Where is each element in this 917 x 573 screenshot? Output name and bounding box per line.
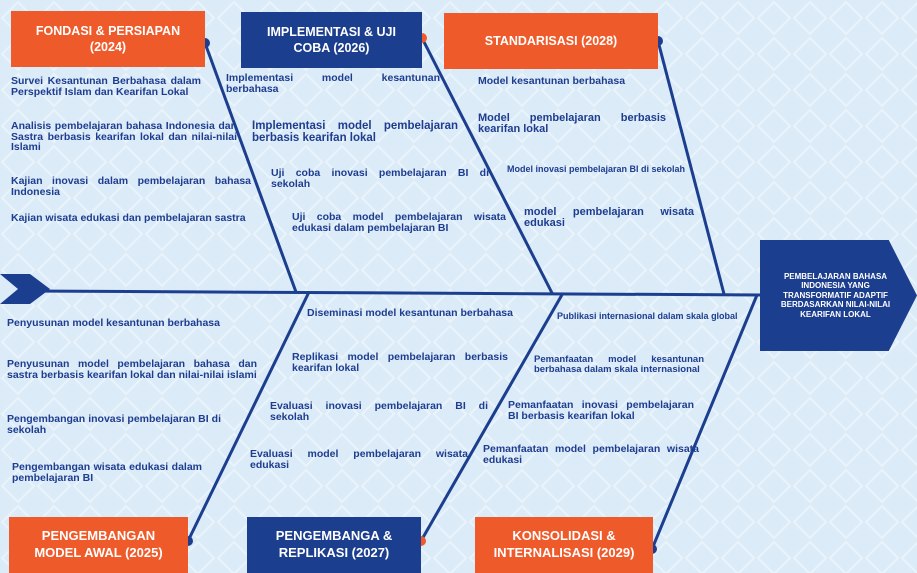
branch-item: Publikasi internasional dalam skala glob… [557,311,738,321]
branch-item: Model inovasi pembelajaran BI di sekolah [507,164,686,174]
branch-item: Pengembangan inovasi pembelajaran BI di … [7,413,221,436]
branch-item: Evaluasi inovasi pembelajaran BI di seko… [270,400,488,423]
branch-item: Model kesantunan berbahasa [478,75,626,87]
branch-item: Implementasi model pembelajaran berbasis… [252,120,458,144]
category-box-implementasi: IMPLEMENTASI & UJI COBA (2026) [241,12,422,68]
category-box-fondasi: FONDASI & PERSIAPAN (2024) [11,11,205,67]
branch-item: Kajian wisata edukasi dan pembelajaran s… [11,212,246,224]
branch-item: Diseminasi model kesantunan berbahasa [307,307,513,319]
branch-item: Kajian inovasi dalam pembelajaran bahasa… [11,175,251,198]
branch-item: Pengembangan wisata edukasi dalam pembel… [12,461,202,484]
branch-item: Replikasi model pembelajaran berbasis ke… [292,351,508,374]
category-box-replikasi: PENGEMBANGA & REPLIKASI (2027) [247,517,421,573]
branch-item: Penyusunan model pembelajaran bahasa dan… [7,358,257,381]
branch-item: Model pembelajaran berbasis kearifan lok… [478,112,666,135]
head-title: PEMBELAJARAN BAHASA INDONESIA YANG TRANS… [780,271,891,319]
bone-bottom-2 [419,292,565,542]
bone-bottom-3 [650,294,759,550]
branch-item: Analisis pembelajaran bahasa Indonesia d… [11,120,237,153]
branch-item: Survei Kesantunan Berbahasa dalam Perspe… [11,75,201,98]
bone-bottom-1 [186,291,311,542]
branch-item: Pemanfaatan model pembelajaran wisata ed… [483,443,699,466]
bone-top-3 [656,40,726,295]
category-box-pengembangan: PENGEMBANGAN MODEL AWAL (2025) [9,517,188,573]
category-box-konsolidasi: KONSOLIDASI & INTERNALISASI (2029) [475,517,653,573]
branch-item: Uji coba inovasi pembelajaran BI di seko… [271,167,489,190]
spine-line [27,289,763,297]
branch-item: Penyusunan model kesantunan berbahasa [7,317,220,329]
branch-item: Pemanfaatan model kesantunan berbahasa d… [534,354,704,375]
branch-item: Uji coba model pembelajaran wisata eduka… [292,211,506,234]
branch-item: Evaluasi model pembelajaran wisata eduka… [250,448,468,471]
branch-item: Implementasi model kesantunan berbahasa [226,72,440,95]
head-box: PEMBELAJARAN BAHASA INDONESIA YANG TRANS… [760,240,917,351]
branch-item: Pemanfaatan inovasi pembelajaran BI berb… [508,399,694,422]
category-box-standarisasi: STANDARISASI (2028) [444,13,658,69]
branch-item: model pembelajaran wisata edukasi [524,206,694,229]
tail-arrow-icon [0,274,50,304]
bone-top-1 [203,42,298,293]
bone-top-2 [420,37,554,294]
